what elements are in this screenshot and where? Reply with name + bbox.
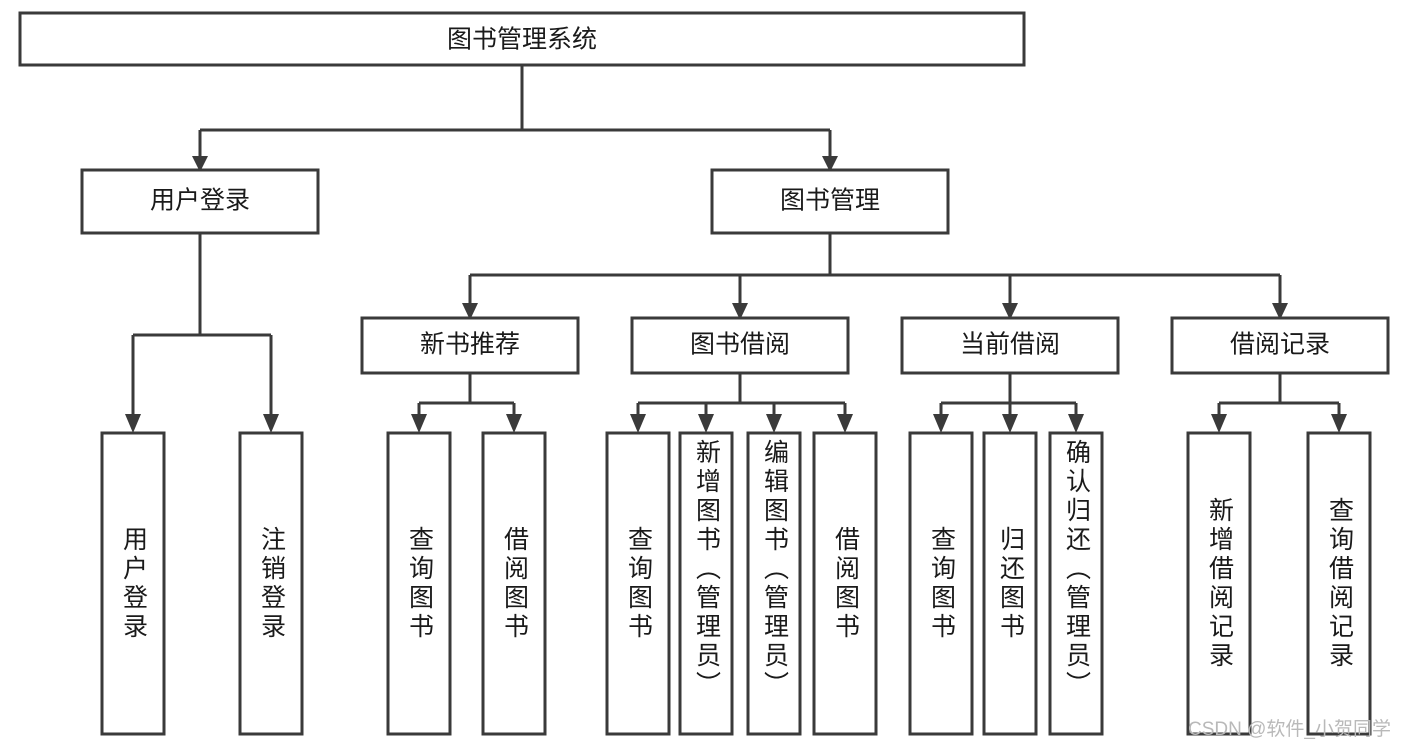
node-current-borrow-label: 当前借阅 — [960, 331, 1060, 359]
node-book-borrow[interactable]: 图书借阅 — [630, 316, 850, 375]
leaf-box-query-book-1[interactable] — [386, 431, 452, 736]
arrowhead-current-borrow — [1002, 303, 1018, 320]
arrowhead-leaf-add-book — [698, 414, 714, 433]
leaf-box-query-book-2[interactable] — [605, 431, 671, 736]
node-current-borrow-box[interactable] — [900, 316, 1120, 375]
leaf-box-borrow-book-2[interactable] — [812, 431, 878, 736]
arrowhead-leaf-user-login — [125, 414, 141, 433]
arrowhead-leaf-edit-book — [766, 414, 782, 433]
csdn-watermark: CSDN @软件_小贺同学 — [1188, 719, 1391, 740]
node-book-borrow-box[interactable] — [630, 316, 850, 375]
leaf-box-return-book[interactable] — [982, 431, 1038, 736]
node-root-system-box[interactable] — [18, 11, 1026, 67]
node-current-borrow[interactable]: 当前借阅 — [900, 316, 1120, 375]
node-book-borrow-label: 图书借阅 — [690, 331, 790, 359]
node-borrow-record[interactable]: 借阅记录 — [1170, 316, 1390, 375]
connector-currentborrow-to-leaves — [939, 373, 1078, 418]
node-user-login-box[interactable] — [80, 168, 320, 235]
leaf-box-query-record[interactable] — [1306, 431, 1372, 736]
connector-layer — [125, 65, 1347, 433]
connector-borrowrecord-to-leaves — [1217, 373, 1341, 418]
arrowhead-leaf-query-book-3 — [933, 414, 949, 433]
node-root-system-label: 图书管理系统 — [447, 26, 597, 54]
leaf-box-logout[interactable] — [238, 431, 304, 736]
leaf-box-borrow-book-1[interactable] — [481, 431, 547, 736]
connector-newbook-to-leaves — [417, 373, 516, 418]
arrowhead-user-login — [192, 156, 208, 172]
node-new-book-recommend-box[interactable] — [360, 316, 580, 375]
arrowhead-leaf-query-book-2 — [630, 414, 646, 433]
arrowhead-leaf-logout — [263, 414, 279, 433]
arrowhead-leaf-query-record — [1331, 414, 1347, 433]
node-user-login[interactable]: 用户登录 — [80, 168, 320, 235]
connector-bookmanage-to-level3 — [468, 233, 1282, 305]
node-borrow-record-label: 借阅记录 — [1230, 331, 1330, 359]
connector-root-to-level2 — [198, 65, 832, 158]
node-book-management-label: 图书管理 — [780, 187, 880, 215]
leaf-box-add-book[interactable] — [678, 431, 734, 736]
connector-userlogin-to-leaves — [131, 233, 273, 418]
node-new-book-recommend-label: 新书推荐 — [420, 331, 520, 359]
arrowhead-new-book-rec — [462, 303, 478, 320]
arrowhead-leaf-return-book — [1002, 414, 1018, 433]
leaf-box-edit-book[interactable] — [746, 431, 802, 736]
arrowhead-book-borrow — [732, 303, 748, 320]
connector-bookborrow-to-leaves — [636, 373, 847, 418]
arrowhead-leaf-borrow-book-2 — [837, 414, 853, 433]
arrowhead-borrow-record — [1272, 303, 1288, 320]
node-new-book-recommend[interactable]: 新书推荐 — [360, 316, 580, 375]
node-user-login-label: 用户登录 — [150, 187, 250, 215]
leaf-box-query-book-3[interactable] — [908, 431, 974, 736]
node-book-management-box[interactable] — [710, 168, 950, 235]
arrowhead-leaf-add-record — [1211, 414, 1227, 433]
node-layer: 图书管理系统 用户登录 图书管理 新书推荐 图书借阅 当前 — [18, 11, 1390, 736]
arrowhead-leaf-borrow-book-1 — [506, 414, 522, 433]
leaf-box-add-record[interactable] — [1186, 431, 1252, 736]
leaf-box-confirm-return[interactable] — [1048, 431, 1104, 736]
leaf-box-user-login[interactable] — [100, 431, 166, 736]
arrowhead-leaf-confirm-return — [1068, 414, 1084, 433]
node-root-system[interactable]: 图书管理系统 — [18, 11, 1026, 67]
node-borrow-record-box[interactable] — [1170, 316, 1390, 375]
arrowhead-book-manage — [822, 156, 838, 172]
node-book-management[interactable]: 图书管理 — [710, 168, 950, 235]
arrowhead-leaf-query-book-1 — [411, 414, 427, 433]
